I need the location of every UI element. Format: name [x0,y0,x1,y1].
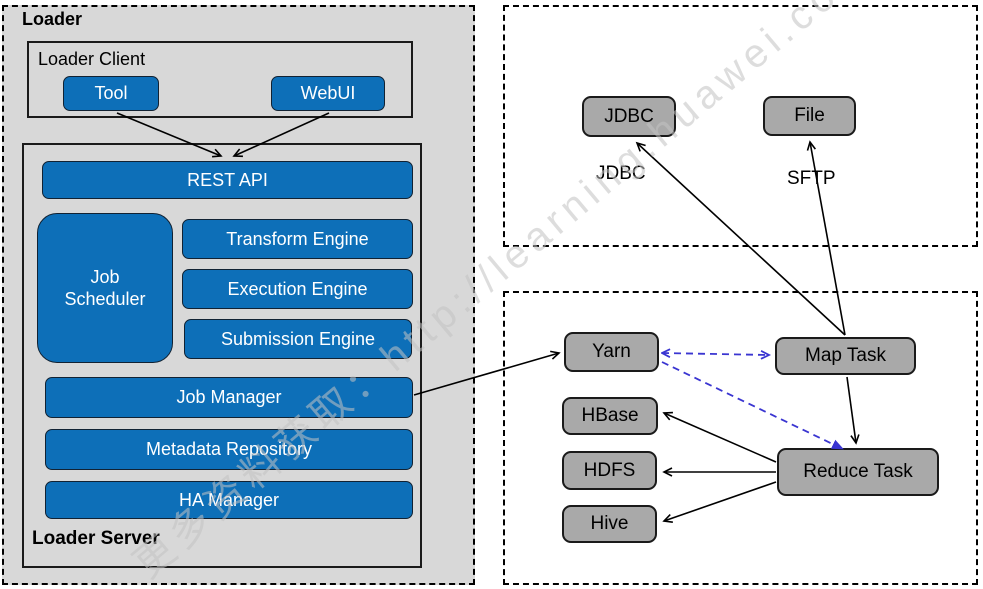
tool-node: Tool [63,76,159,111]
map-task-node: Map Task [775,337,916,375]
job-scheduler-node: Job Scheduler [37,213,173,363]
file-node: File [763,96,856,136]
metadata-repository-node: Metadata Repository [45,429,413,470]
hbase-node: HBase [562,397,658,435]
execution-engine-node: Execution Engine [182,269,413,309]
external-sources-box [503,5,978,247]
ha-manager-node: HA Manager [45,481,413,519]
loader-panel-title: Loader [22,9,83,29]
jdbc-arrow-label: JDBC [596,163,646,184]
sftp-arrow-label: SFTP [787,168,836,189]
job-manager-node: Job Manager [45,377,413,418]
loader-client-title: Loader Client [38,49,146,69]
yarn-node: Yarn [564,332,659,372]
jdbc-node: JDBC [582,96,676,137]
reduce-task-node: Reduce Task [777,448,939,496]
loader-server-title: Loader Server [32,528,160,549]
transform-engine-node: Transform Engine [182,219,413,259]
submission-engine-node: Submission Engine [184,319,412,359]
hdfs-node: HDFS [562,451,657,490]
hive-node: Hive [562,505,657,543]
webui-node: WebUI [271,76,385,111]
rest-api-node: REST API [42,161,413,199]
